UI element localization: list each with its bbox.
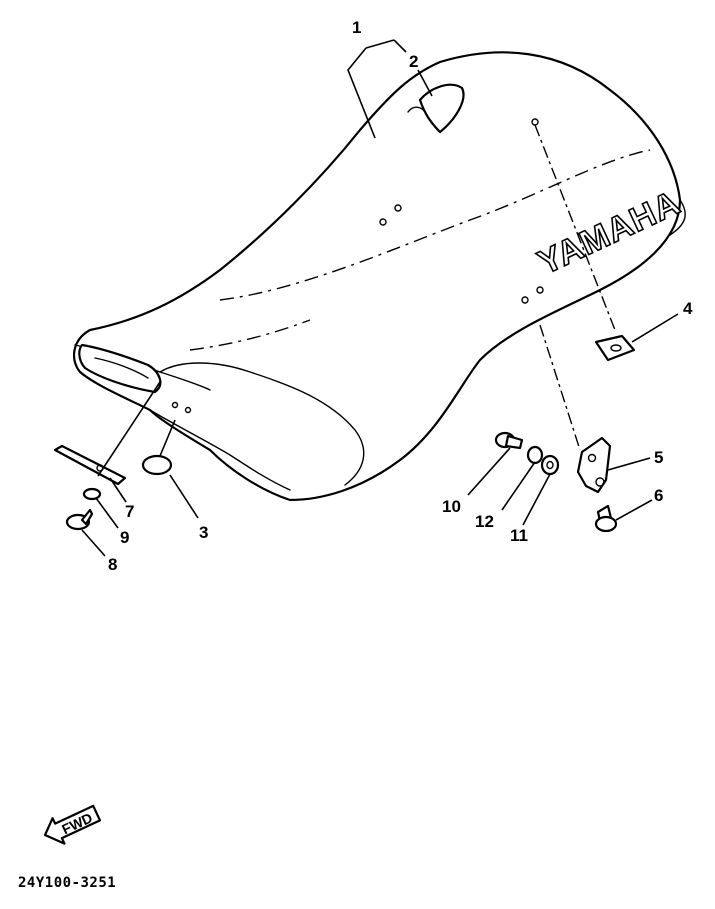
fwd-label: FWD <box>59 809 95 837</box>
damper-part-3 <box>141 454 173 476</box>
seat-mount-holes <box>171 118 544 414</box>
seat-upper-seam <box>189 319 311 351</box>
diagram-code: 24Y100-3251 <box>18 875 116 891</box>
washer-part-12 <box>526 445 544 465</box>
washer-part-9 <box>82 487 102 501</box>
bolt-part-10 <box>494 431 524 450</box>
callout-12: 12 <box>475 512 494 531</box>
seat-side-edge <box>669 199 686 236</box>
callout-5: 5 <box>654 448 663 467</box>
seat-seam-line <box>219 149 651 301</box>
callout-1: 1 <box>352 18 361 37</box>
forward-arrow-icon: FWD <box>43 804 102 845</box>
strap-band <box>418 83 465 134</box>
washer-part-11 <box>540 454 560 476</box>
seat-pocket-inner <box>94 357 149 379</box>
callout-2: 2 <box>409 52 418 71</box>
seat-front-underside <box>159 362 365 486</box>
callout-11: 11 <box>510 526 528 545</box>
seat-body <box>72 51 682 502</box>
callout-9: 9 <box>120 528 129 547</box>
screw-part-8 <box>65 508 94 531</box>
bolt-part-6 <box>594 504 618 533</box>
seat: YAMAHA <box>72 51 687 502</box>
callout-10: 10 <box>442 497 461 516</box>
seat-lower-curve <box>149 409 291 491</box>
leader-lines <box>81 39 679 557</box>
plate-part-7 <box>53 444 127 486</box>
callout-6: 6 <box>654 486 663 505</box>
callout-8: 8 <box>108 555 117 574</box>
clip-part-4 <box>594 334 636 362</box>
callout-numbers: 1 2 3 4 5 6 7 8 9 10 11 12 <box>108 18 693 574</box>
callout-3: 3 <box>199 523 208 542</box>
callout-4: 4 <box>683 299 693 318</box>
bracket-part-5 <box>576 436 612 494</box>
seat-strap <box>407 83 465 134</box>
seat-mount-centerline <box>534 124 616 331</box>
seat-front-pocket <box>78 343 162 394</box>
callout-7: 7 <box>125 502 134 521</box>
